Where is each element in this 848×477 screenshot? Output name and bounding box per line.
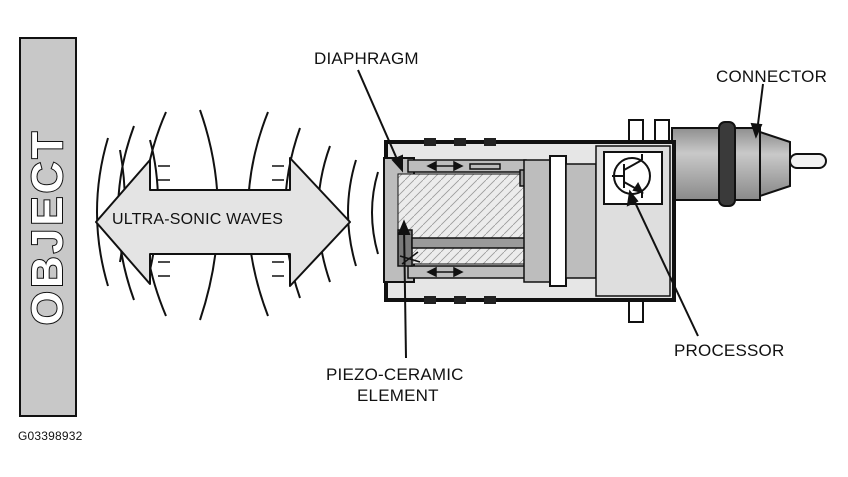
vibration-arrows <box>426 160 501 278</box>
internal-blocks <box>519 155 597 287</box>
figure-code: G03398932 <box>18 429 83 443</box>
connector-label: CONNECTOR <box>716 67 828 86</box>
damping-material <box>397 173 527 265</box>
object-label: OBJECT <box>20 38 76 416</box>
piezo-label-line1: PIEZO-CERAMIC <box>326 365 464 384</box>
waves-label: ULTRA-SONIC WAVES <box>112 211 284 228</box>
arrow-tick-marks <box>158 165 284 277</box>
connector <box>671 121 827 207</box>
object-label-text: OBJECT <box>22 128 73 326</box>
housing-bumps <box>424 138 496 304</box>
leader-lines <box>357 69 764 359</box>
piezo-label-line2: ELEMENT <box>357 386 439 405</box>
ultrasonic-waves-arrow <box>95 157 351 287</box>
diaphragm-label: DIAPHRAGM <box>314 49 419 68</box>
processor-board <box>595 145 671 297</box>
object-panel <box>19 37 77 417</box>
processor-label: PROCESSOR <box>674 341 785 360</box>
